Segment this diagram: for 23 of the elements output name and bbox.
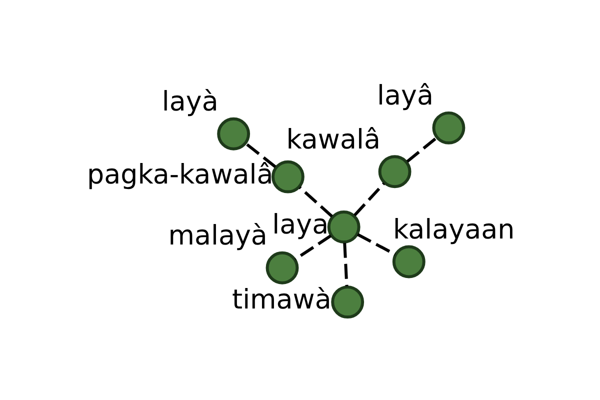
connector — [244, 142, 276, 168]
node-circle — [270, 160, 304, 194]
node-circle — [432, 111, 465, 144]
node-label: pagka-kawalâ — [86, 159, 273, 190]
node-circle — [216, 117, 250, 150]
connector — [406, 136, 438, 163]
node-label: timawà — [232, 284, 331, 316]
node-label: layà — [161, 86, 218, 118]
node-label: kawalâ — [286, 124, 380, 156]
connector — [353, 182, 385, 216]
node-circle — [330, 286, 364, 319]
node-circle — [265, 251, 298, 284]
node-circle — [326, 210, 360, 244]
connector — [356, 233, 396, 256]
connector — [294, 234, 332, 260]
node-label: kalayaan — [392, 214, 514, 246]
connector — [342, 242, 348, 286]
node-label: malayà — [168, 220, 267, 252]
connector — [298, 186, 332, 218]
node-circle — [392, 245, 425, 278]
node-label: laya — [272, 210, 328, 241]
node-circle — [378, 155, 411, 188]
node-label: layâ — [376, 80, 434, 112]
